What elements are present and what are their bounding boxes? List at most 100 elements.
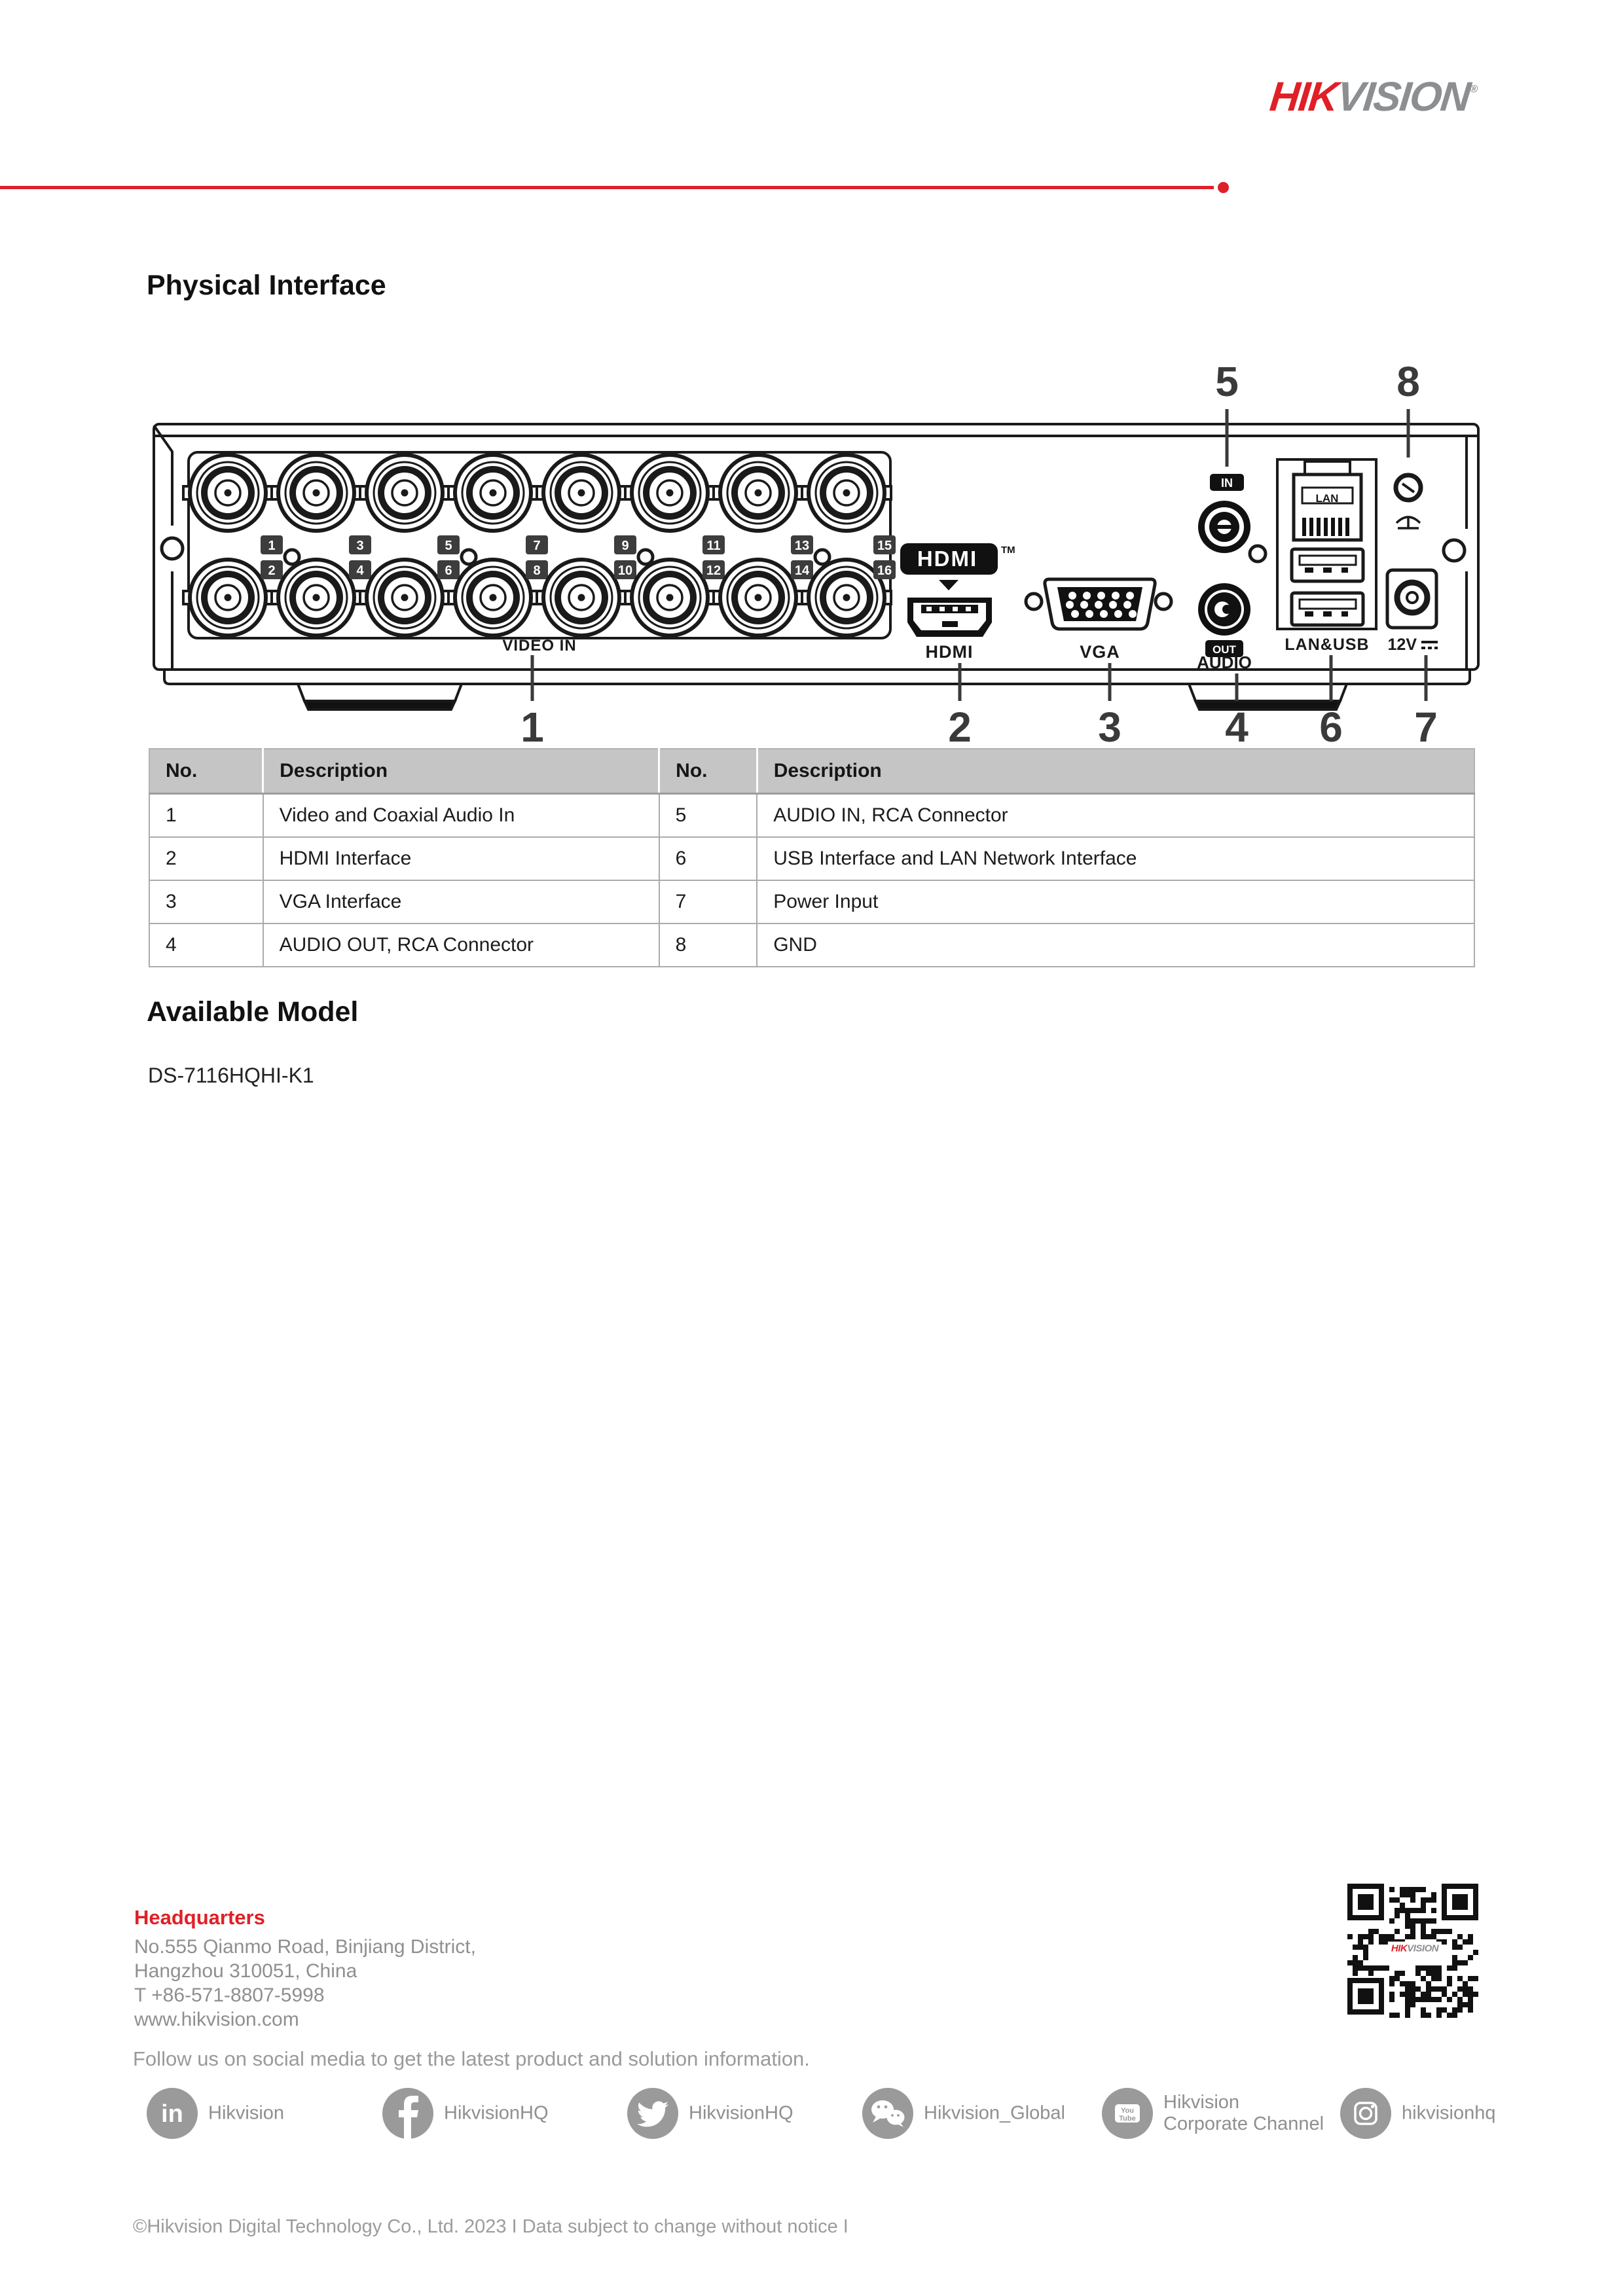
svg-text:1: 1 (268, 539, 275, 553)
logo-vision: VISION (1334, 74, 1472, 120)
cell-no: 6 (658, 836, 758, 881)
logo-hik: HIK (1267, 74, 1340, 120)
callout-6: 6 (1319, 704, 1343, 751)
vga-screw-left (1024, 592, 1044, 611)
headquarters-title: Headquarters (134, 1906, 265, 1929)
linkedin-icon: in (147, 2088, 198, 2139)
cell-desc: HDMI Interface (262, 836, 660, 881)
callout-lines (530, 409, 1428, 701)
svg-text:3: 3 (356, 539, 363, 553)
wechat-icon (862, 2088, 913, 2139)
table-row: 1 Video and Coaxial Audio In 5 AUDIO IN,… (149, 793, 1475, 838)
cell-desc: Video and Coaxial Audio In (262, 793, 660, 838)
col-header-no-1: No. (149, 749, 263, 795)
social-facebook[interactable]: HikvisionHQ (382, 2088, 549, 2139)
social-instagram[interactable]: hikvisionhq (1340, 2088, 1495, 2139)
gnd-terminal (1393, 473, 1423, 529)
model-number: DS-7116HQHI-K1 (148, 1064, 314, 1087)
table-row: 4 AUDIO OUT, RCA Connector 8 GND (149, 923, 1475, 967)
callout-4: 4 (1225, 704, 1249, 751)
cell-no: 4 (149, 923, 264, 967)
power-label: 12V (1388, 636, 1417, 654)
social-linkedin[interactable]: in Hikvision (147, 2088, 284, 2139)
usb-port-1 (1290, 547, 1365, 583)
col-header-no-2: No. (658, 749, 757, 795)
cell-no: 5 (658, 793, 758, 838)
social-label: Hikvision_Global (924, 2102, 1065, 2124)
cell-no: 7 (658, 880, 758, 924)
vga-port: VGA (1043, 577, 1157, 662)
social-label: hikvisionhq (1402, 2102, 1496, 2124)
screw-hole (1442, 538, 1467, 563)
power-jack: 12V (1385, 568, 1438, 654)
qr-code: HIKVISION (1347, 1884, 1482, 2021)
social-twitter[interactable]: HikvisionHQ (627, 2088, 793, 2139)
cell-no: 3 (149, 880, 264, 924)
chassis-bottom-lip (163, 668, 1471, 685)
address-line: T +86-571-8807-5998 (134, 1984, 325, 2006)
social-label: HikvisionHQ (444, 2102, 549, 2124)
social-wechat[interactable]: Hikvision_Global (862, 2088, 1065, 2139)
svg-text:11: 11 (706, 539, 720, 553)
social-label: Hikvision (208, 2102, 285, 2124)
svg-text:15: 15 (877, 539, 892, 553)
down-arrow-icon (939, 580, 958, 590)
vga-label: VGA (1080, 642, 1120, 662)
svg-text:10: 10 (618, 564, 632, 578)
hdmi-tm-label: TM (1001, 545, 1015, 556)
screw-hole (160, 536, 185, 561)
cell-desc: AUDIO IN, RCA Connector (756, 793, 1475, 838)
chassis-foot-right (1187, 683, 1349, 702)
svg-text:Tube: Tube (1119, 2115, 1135, 2123)
page-title: Physical Interface (147, 270, 386, 301)
social-label-line1: Hikvision (1163, 2092, 1240, 2113)
follow-us-text: Follow us on social media to get the lat… (133, 2047, 810, 2070)
address-line: No.555 Qianmo Road, Binjiang District, (134, 1936, 476, 1958)
available-model-title: Available Model (147, 996, 359, 1028)
svg-text:14: 14 (795, 564, 810, 578)
cell-no: 1 (149, 793, 264, 838)
svg-text:16: 16 (877, 564, 892, 578)
video-in-label: VIDEO IN (502, 637, 576, 655)
col-header-desc-2: Description (756, 749, 1474, 795)
address-line: Hangzhou 310051, China (134, 1960, 357, 1982)
table-row: 2 HDMI Interface 6 USB Interface and LAN… (149, 836, 1475, 881)
audio-ports: IN OUT AUDIO (1197, 474, 1252, 672)
lan-port (1292, 473, 1363, 542)
ground-symbol-icon (1395, 516, 1421, 529)
screw-hole (1248, 544, 1267, 564)
audio-out-badge: OUT (1213, 643, 1237, 656)
lan-usb-label: LAN&USB (1285, 636, 1369, 654)
svg-text:13: 13 (795, 539, 809, 553)
audio-label: AUDIO (1197, 653, 1252, 672)
dc-symbol-icon (1421, 641, 1438, 649)
twitter-icon (627, 2088, 678, 2139)
cell-desc: Power Input (756, 880, 1475, 924)
svg-text:6: 6 (445, 564, 452, 578)
svg-text:9: 9 (621, 539, 629, 553)
cell-desc: VGA Interface (262, 880, 660, 924)
qr-logo-hik: HIK (1391, 1943, 1408, 1954)
svg-text:5: 5 (445, 539, 452, 553)
cell-desc: GND (756, 923, 1475, 967)
callout-2: 2 (948, 704, 972, 751)
svg-text:in: in (161, 2100, 183, 2128)
audio-in-badge: IN (1221, 476, 1233, 490)
hikvision-logo: HIKVISION® (1267, 73, 1554, 120)
callout-3: 3 (1098, 704, 1122, 751)
youtube-icon: You Tube (1102, 2088, 1153, 2139)
callout-8: 8 (1396, 362, 1420, 405)
social-label: Hikvision Corporate Channel (1163, 2092, 1324, 2135)
social-youtube[interactable]: You Tube Hikvision Corporate Channel (1102, 2088, 1324, 2139)
headquarters-address: No.555 Qianmo Road, Binjiang District, H… (134, 1935, 476, 2032)
logo-registered-mark: ® (1469, 84, 1478, 95)
table-row: 3 VGA Interface 7 Power Input (149, 880, 1475, 924)
usb-port-2 (1290, 591, 1365, 627)
callout-7: 7 (1414, 704, 1438, 751)
website-link[interactable]: www.hikvision.com (134, 2009, 299, 2030)
chassis-foot-left (296, 683, 464, 702)
social-label: HikvisionHQ (689, 2102, 793, 2124)
header-rule (0, 186, 1214, 189)
